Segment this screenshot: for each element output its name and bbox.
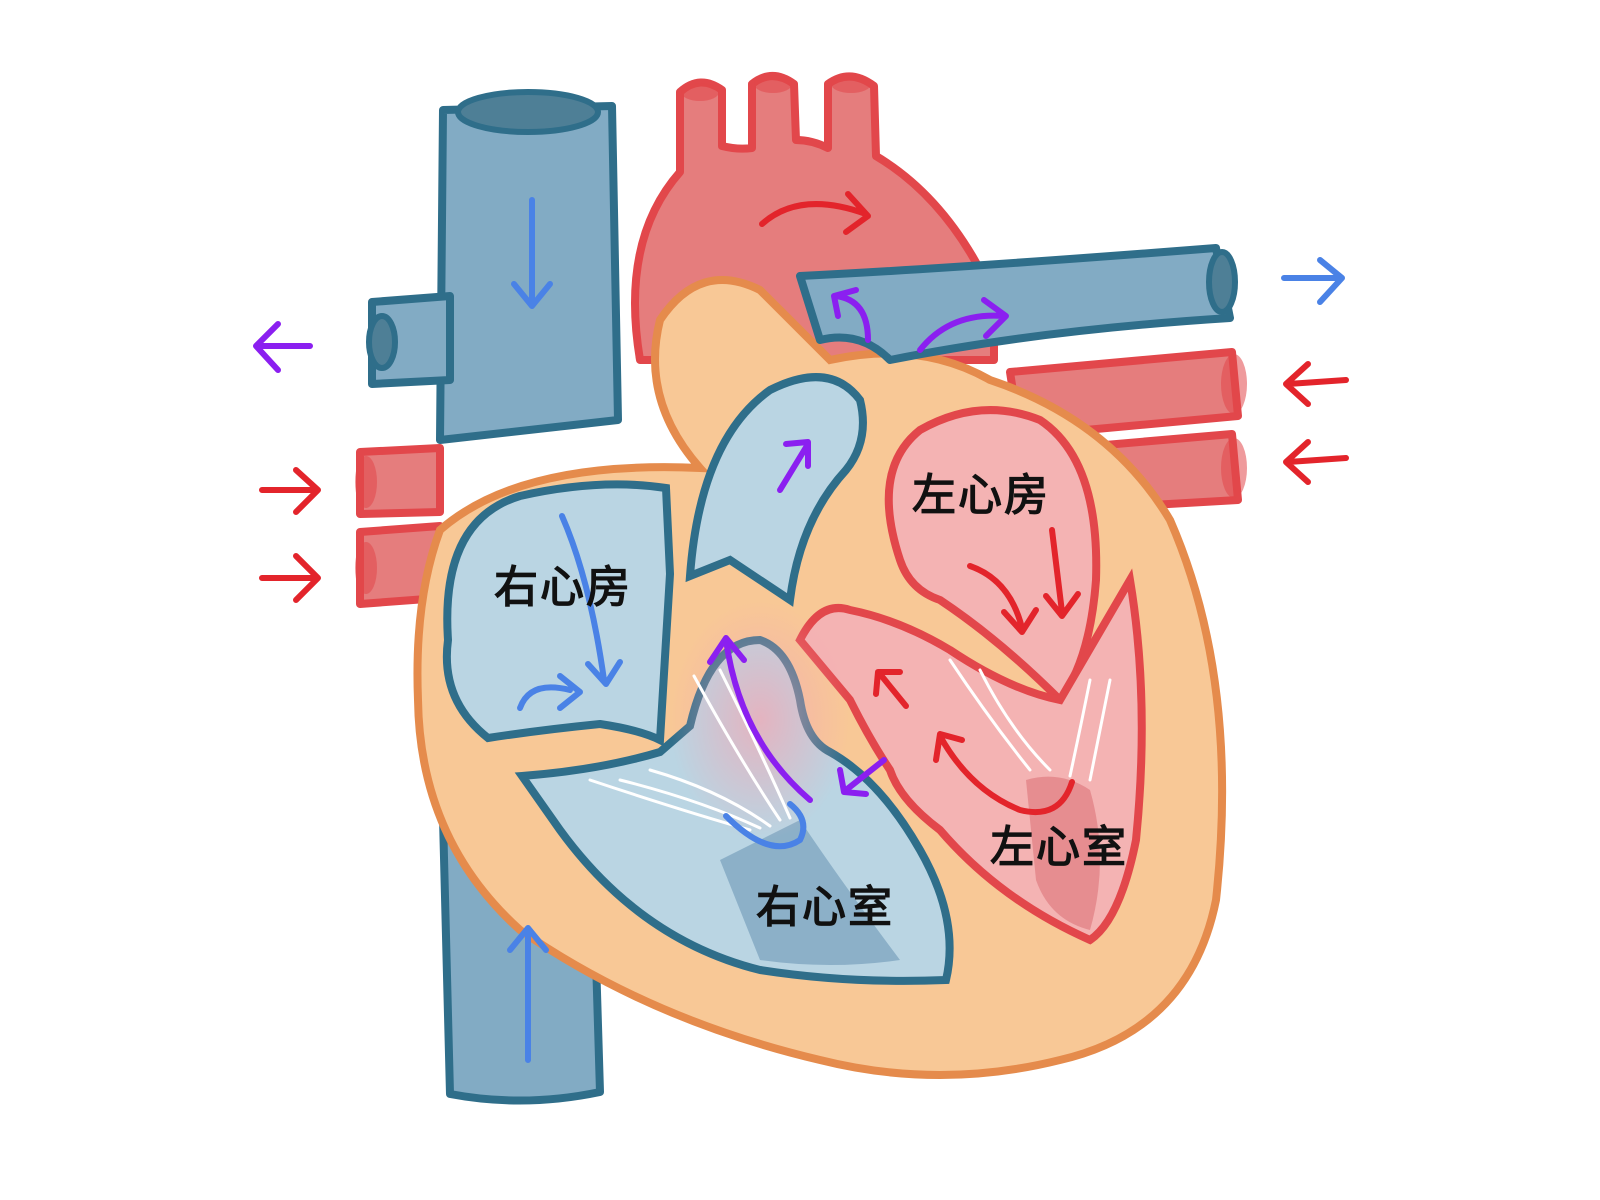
label-left-ventricle: 左心室 — [990, 822, 1128, 873]
flow-arrows — [253, 191, 1349, 1063]
arrow-icon — [917, 297, 1009, 353]
branch-vein-left — [366, 292, 454, 388]
arrow-icon — [707, 635, 813, 803]
pulmonary-trunk — [685, 373, 867, 607]
arrow-icon — [723, 801, 807, 850]
left-ventricle-papillary — [1026, 776, 1100, 930]
vena-cava-opening — [455, 89, 601, 135]
label-left-atrium: 左心房 — [912, 470, 1050, 521]
arrow-icon — [1283, 361, 1349, 407]
label-right-ventricle: 右心室 — [756, 882, 894, 933]
arrow-icon — [933, 731, 1075, 816]
arrow-icon — [837, 757, 887, 797]
arrow-icon — [759, 191, 871, 235]
septum-glow — [670, 600, 850, 840]
right-ventricle-papillary — [720, 820, 900, 965]
left-atrium-chamber — [884, 406, 1101, 707]
arrow-icon — [967, 563, 1039, 635]
arrow-icon — [1283, 439, 1349, 485]
pulmonary-artery — [796, 244, 1238, 364]
arrow-icon — [511, 197, 553, 309]
arrow-icon — [259, 467, 321, 515]
arrow-icon — [831, 287, 871, 343]
arrow-icon — [517, 673, 583, 711]
label-right-atrium: 右心房 — [494, 562, 632, 613]
arrow-icon — [259, 553, 321, 603]
arrow-icon — [873, 669, 909, 709]
chordae-tendineae — [588, 658, 1112, 832]
arrow-icon — [777, 439, 811, 493]
arrow-icon — [559, 513, 623, 687]
arrow-icon — [1043, 527, 1081, 619]
arrow-icon — [1281, 257, 1345, 305]
arrow-icon — [507, 925, 549, 1063]
arrow-icon — [253, 321, 313, 373]
pulmonary-veins-left — [355, 444, 444, 608]
